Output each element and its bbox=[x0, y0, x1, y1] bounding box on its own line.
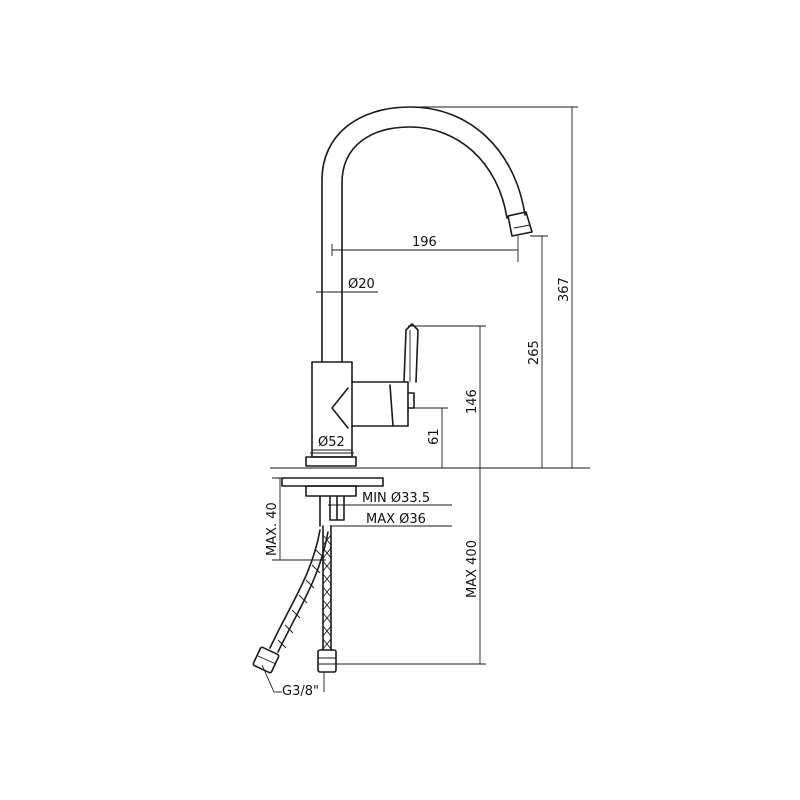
dimension-hole-diameter: MIN Ø33.5 MAX Ø36 bbox=[328, 491, 452, 527]
handle-height-label: 146 bbox=[465, 389, 480, 414]
dimension-base-diameter: Ø52 bbox=[310, 435, 354, 454]
total-height-label: 367 bbox=[557, 277, 572, 302]
hole-min-label: MIN Ø33.5 bbox=[362, 491, 430, 506]
spout-height-label: 265 bbox=[527, 340, 542, 365]
hole-max-label: MAX Ø36 bbox=[366, 512, 426, 527]
deck-thickness-label: MAX. 40 bbox=[265, 502, 280, 556]
body-height-label: 61 bbox=[427, 428, 442, 445]
spout-diameter-label: Ø20 bbox=[348, 277, 375, 292]
base-diameter-label: Ø52 bbox=[318, 435, 345, 450]
base-flange bbox=[270, 456, 590, 527]
dimension-body-height: 61 bbox=[414, 407, 448, 468]
dimension-spout-reach: 196 bbox=[331, 235, 519, 262]
dimension-total-height: 367 bbox=[410, 106, 578, 468]
dimension-spout-height: 265 bbox=[527, 235, 548, 468]
dimension-hose-length: MAX 400 bbox=[336, 468, 486, 665]
hose-length-label: MAX 400 bbox=[465, 540, 480, 598]
hose-thread-label: G3/8" bbox=[282, 684, 319, 699]
dimension-hose-thread: G3/8" bbox=[261, 664, 325, 699]
spout-reach-label: 196 bbox=[412, 235, 437, 250]
flexible-hoses bbox=[252, 525, 337, 674]
dimension-handle-height: 146 bbox=[408, 325, 486, 468]
dimension-deck-thickness: MAX. 40 bbox=[265, 477, 326, 561]
lever-handle bbox=[331, 323, 419, 429]
dimension-spout-diameter: Ø20 bbox=[316, 277, 378, 293]
